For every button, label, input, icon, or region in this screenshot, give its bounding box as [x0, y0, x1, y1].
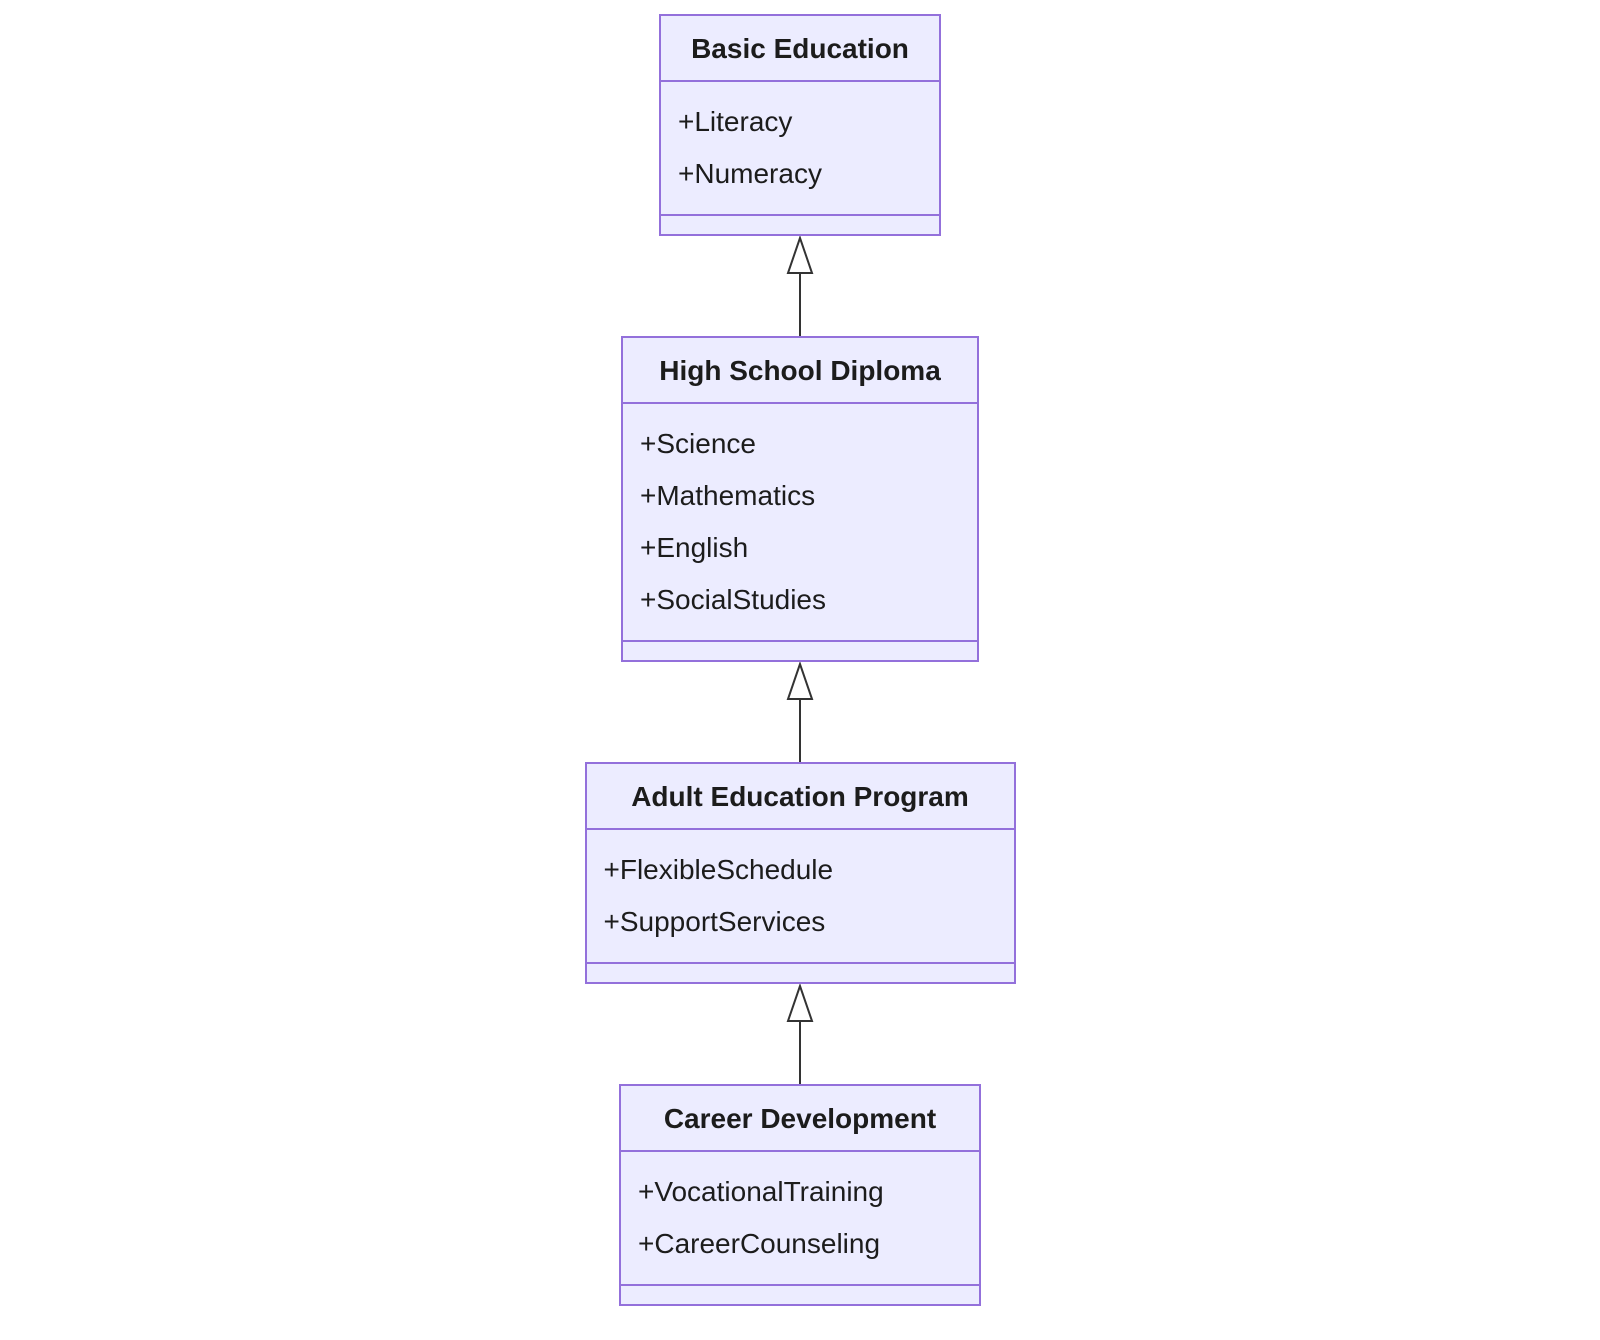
class-methods-empty — [661, 214, 939, 234]
class-attributes: +Literacy +Numeracy — [661, 82, 939, 214]
class-title: High School Diploma — [623, 338, 977, 404]
inheritance-arrow — [786, 236, 814, 336]
hollow-triangle-icon — [786, 984, 814, 1022]
class-title: Career Development — [621, 1086, 979, 1152]
class-basic-education: Basic Education +Literacy +Numeracy — [659, 14, 941, 236]
attribute: +Literacy — [678, 106, 793, 137]
hollow-triangle-icon — [786, 236, 814, 274]
inheritance-arrow — [786, 984, 814, 1084]
attribute: +Science — [640, 428, 756, 459]
class-diagram: Basic Education +Literacy +Numeracy High… — [584, 14, 1016, 1306]
attribute: +SupportServices — [603, 906, 826, 937]
class-methods-empty — [623, 640, 977, 660]
attribute: +Mathematics — [640, 480, 816, 511]
attribute: +VocationalTraining — [638, 1176, 884, 1207]
attribute: +SocialStudies — [640, 584, 827, 615]
class-title: Adult Education Program — [586, 764, 1014, 830]
class-title: Basic Education — [661, 16, 939, 82]
attribute: +FlexibleSchedule — [603, 854, 834, 885]
class-adult-education-program: Adult Education Program +FlexibleSchedul… — [584, 762, 1016, 984]
attribute: +CareerCounseling — [638, 1228, 881, 1259]
class-high-school-diploma: High School Diploma +Science +Mathematic… — [621, 336, 979, 662]
attribute: +Numeracy — [678, 158, 822, 189]
attribute: +English — [640, 532, 749, 563]
hollow-triangle-icon — [786, 662, 814, 700]
class-methods-empty — [621, 1284, 979, 1304]
inheritance-arrow — [786, 662, 814, 762]
class-attributes: +VocationalTraining +CareerCounseling — [621, 1152, 979, 1284]
class-career-development: Career Development +VocationalTraining +… — [619, 1084, 981, 1306]
class-attributes: +FlexibleSchedule +SupportServices — [587, 830, 1014, 962]
class-attributes: +Science +Mathematics +English +SocialSt… — [623, 404, 977, 640]
class-methods-empty — [586, 962, 1014, 982]
